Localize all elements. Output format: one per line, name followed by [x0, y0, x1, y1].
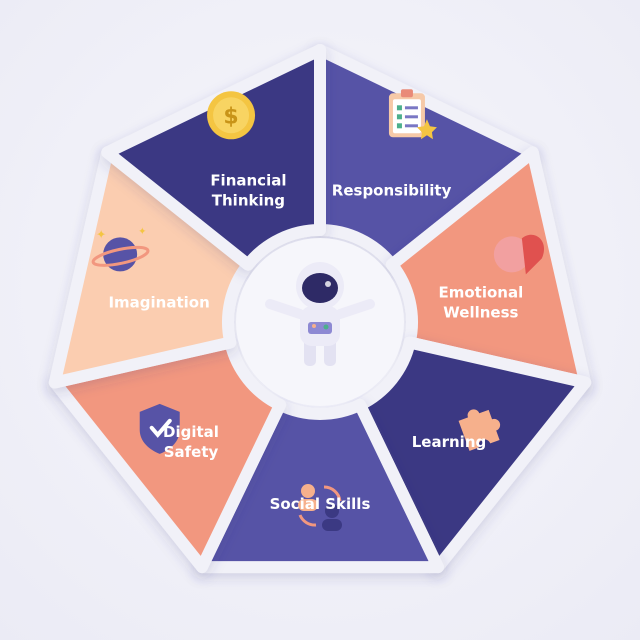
segment-shape: [101, 44, 326, 271]
segment-label: Digital: [163, 423, 219, 441]
segment-label: Responsibility: [332, 181, 452, 199]
clipboard-checklist-star-icon: [388, 89, 437, 140]
segment-label: Financial: [210, 171, 286, 189]
dollar-coin-icon: $: [207, 91, 256, 140]
planet-icon: ✦✦: [91, 226, 150, 272]
puzzle-piece-icon: [458, 409, 501, 451]
shield-check-icon: [139, 403, 180, 454]
segment-label: Safety: [164, 443, 219, 461]
segment-imagination: ✦✦Imagination: [48, 146, 255, 389]
segment-label: Learning: [412, 433, 487, 451]
brain-heart-icon: [493, 234, 545, 275]
svg-text:✦: ✦: [138, 226, 146, 237]
people-exchange-icon: [298, 484, 342, 531]
svg-text:✦: ✦: [96, 227, 106, 241]
astronaut-icon: [265, 262, 375, 366]
segment-label: Social Skills: [270, 495, 371, 513]
segment-label: Wellness: [443, 303, 518, 321]
svg-text:$: $: [223, 104, 238, 129]
segment-label: Imagination: [108, 293, 209, 311]
segment-label: Thinking: [212, 191, 285, 209]
segment-label: Emotional: [438, 283, 523, 301]
